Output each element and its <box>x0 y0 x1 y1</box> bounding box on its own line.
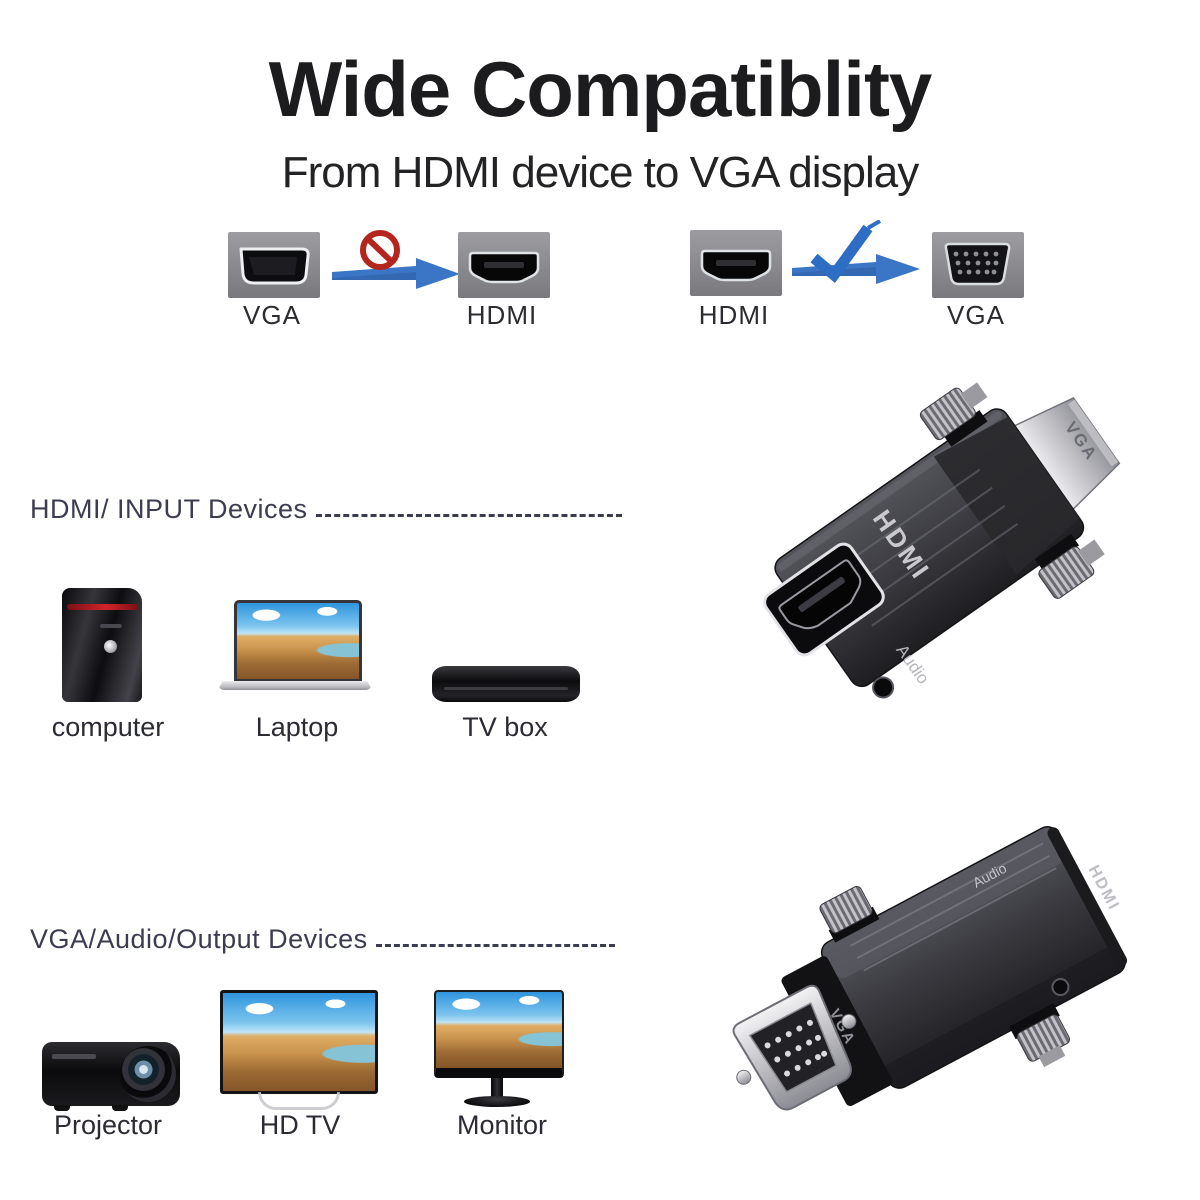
device-label: Laptop <box>255 712 339 742</box>
thumbscrew-icon <box>1016 1014 1070 1068</box>
tv-stand <box>258 1092 340 1110</box>
tower-stripe <box>66 604 138 610</box>
projector-foot <box>54 1105 70 1111</box>
projector-lens <box>120 1046 176 1102</box>
check-icon <box>810 219 882 284</box>
hdmi-to-vga-adapter-photo-bottom: Audio HDMI VGA <box>696 772 1196 1182</box>
port-label-vga: VGA <box>947 300 1005 330</box>
dashed-line <box>375 944 615 947</box>
port-label-hdmi: HDMI <box>698 300 770 330</box>
audio-jack-icon <box>1051 978 1070 997</box>
section-heading-text: VGA/Audio/Output Devices <box>30 924 368 954</box>
check-arrow-group <box>792 219 922 297</box>
tv-box-icon <box>432 666 580 702</box>
device-label: computer <box>51 712 165 742</box>
thumbscrew-icon <box>819 885 873 934</box>
device-label: Monitor <box>456 1110 548 1140</box>
vga-plug-icon <box>228 232 320 298</box>
monitor-neck <box>491 1078 503 1098</box>
vga-port-icon <box>932 232 1024 298</box>
page-title: Wide Compatiblity <box>268 45 933 133</box>
section-heading-input-devices: HDMI/ INPUT Devices <box>30 494 622 525</box>
tower-drive-slot <box>100 624 123 629</box>
monitor-screen <box>434 990 564 1078</box>
vga-male-connector <box>732 984 857 1111</box>
hdmi-to-vga-adapter-photo-top: VGA <box>686 340 1166 770</box>
audio-jack-icon <box>872 676 895 699</box>
tower-power-button <box>103 640 117 654</box>
arrow-right-icon <box>332 258 460 289</box>
laptop-base <box>218 681 372 690</box>
monitor-base <box>464 1096 530 1107</box>
device-label: TV box <box>462 712 548 742</box>
device-label: HD TV <box>259 1110 341 1140</box>
dashed-line <box>315 514 622 517</box>
projector-foot <box>112 1105 128 1111</box>
adapter-audio-label: Audio <box>892 641 933 688</box>
tv-box-front-line <box>443 686 569 690</box>
port-label-vga: VGA <box>243 300 301 330</box>
thumbscrew-icon <box>1038 539 1105 599</box>
projector-icon <box>42 1042 180 1111</box>
desktop-tower-icon <box>62 588 142 702</box>
device-label: Projector <box>53 1110 163 1140</box>
tv-screen <box>220 990 378 1094</box>
arrow-right-icon <box>792 254 920 284</box>
prohibited-icon <box>360 230 400 270</box>
section-heading-text: HDMI/ INPUT Devices <box>30 494 308 524</box>
section-heading-output-devices: VGA/Audio/Output Devices <box>30 924 615 955</box>
subtitle: From HDMI device to VGA display <box>281 148 920 197</box>
thumbscrew-icon <box>919 382 988 441</box>
laptop-screen <box>234 600 362 684</box>
projector-vent <box>52 1054 96 1059</box>
port-label-hdmi: HDMI <box>466 300 538 330</box>
prohibited-arrow-group <box>332 228 460 297</box>
hdmi-port-icon <box>458 232 550 298</box>
hdmi-port-icon <box>690 230 782 296</box>
hdmi-female-port <box>763 542 885 657</box>
